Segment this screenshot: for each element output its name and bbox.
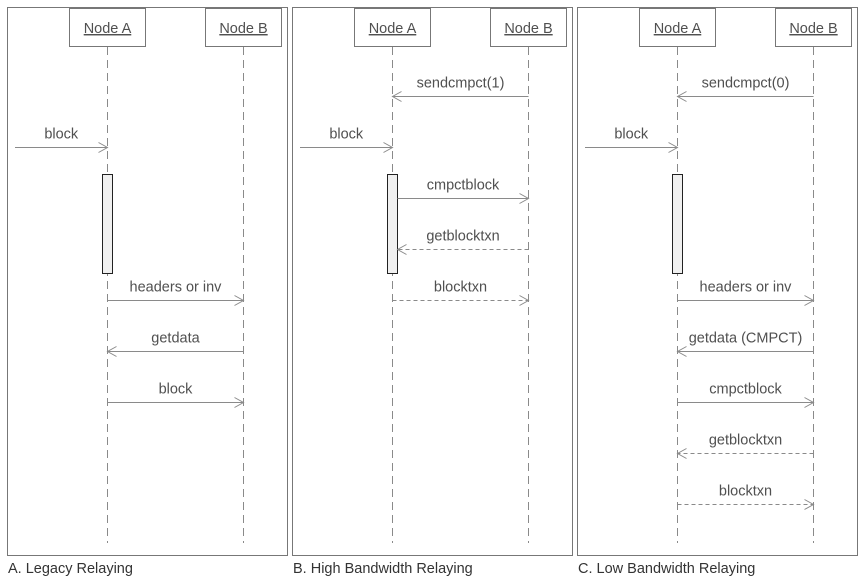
message-label: block [159, 382, 194, 398]
message-getdata: getdata [106, 331, 244, 357]
activation-bar [102, 174, 113, 274]
panel-frame [292, 7, 573, 556]
participant-label: Node A [369, 21, 417, 37]
participant-box [205, 8, 282, 47]
panel-caption: C. Low Bandwidth Relaying [578, 561, 755, 577]
message-label: block [329, 127, 364, 143]
message-label: sendcmpct(0) [702, 76, 790, 92]
message-label: cmpctblock [427, 178, 500, 194]
message-sendcmpct-1-: sendcmpct(1) [391, 76, 529, 102]
panel-1: Node A Node B sendcmpct(1) block cmpctblock g… [292, 7, 573, 577]
arrowhead-icon [804, 295, 815, 306]
arrowhead-icon [676, 91, 687, 102]
panel-frame [7, 7, 288, 556]
participant-label: Node B [789, 21, 837, 37]
message-label: cmpctblock [709, 382, 782, 398]
message-block: block [15, 127, 109, 153]
panel-2: Node A Node B sendcmpct(0) block headers or … [577, 7, 858, 577]
message-label: getdata [151, 331, 200, 347]
message-getdata-cmpct-: getdata (CMPCT) [676, 331, 814, 357]
message-blocktxn: blocktxn [392, 280, 530, 306]
message-getblocktxn: getblocktxn [676, 433, 814, 459]
panel-frame [577, 7, 858, 556]
message-label: getblocktxn [426, 229, 499, 245]
message-cmpctblock: cmpctblock [397, 178, 530, 204]
message-label: block [44, 127, 79, 143]
participant-box [354, 8, 431, 47]
participant-box [775, 8, 852, 47]
arrowhead-icon [668, 142, 679, 153]
panel-caption: B. High Bandwidth Relaying [293, 561, 473, 577]
arrowhead-icon [804, 397, 815, 408]
message-block: block [585, 127, 679, 153]
arrowhead-icon [106, 346, 117, 357]
message-label: blocktxn [434, 280, 487, 296]
participant-box [490, 8, 567, 47]
panel-caption: A. Legacy Relaying [8, 561, 133, 577]
arrowhead-icon [383, 142, 394, 153]
participant-label: Node B [504, 21, 552, 37]
message-block: block [107, 382, 245, 408]
arrowhead-icon [234, 295, 245, 306]
message-cmpctblock: cmpctblock [677, 382, 815, 408]
participant-box [69, 8, 146, 47]
message-blocktxn: blocktxn [677, 484, 815, 510]
arrowhead-icon [98, 142, 109, 153]
arrowhead-icon [676, 346, 687, 357]
arrowhead-icon [234, 397, 245, 408]
message-label: block [614, 127, 649, 143]
message-sendcmpct-0-: sendcmpct(0) [676, 76, 814, 102]
arrowhead-icon [396, 244, 407, 255]
participant-label: Node A [84, 21, 132, 37]
message-block: block [300, 127, 394, 153]
message-label: sendcmpct(1) [417, 76, 505, 92]
activation-bar [387, 174, 398, 274]
arrowhead-icon [804, 499, 815, 510]
message-label: headers or inv [700, 280, 793, 296]
activation-bar [672, 174, 683, 274]
message-label: getblocktxn [709, 433, 782, 449]
arrowhead-icon [391, 91, 402, 102]
message-headers-or-inv: headers or inv [677, 280, 815, 306]
message-label: blocktxn [719, 484, 772, 500]
message-label: getdata (CMPCT) [689, 331, 803, 347]
message-headers-or-inv: headers or inv [107, 280, 245, 306]
participant-box [639, 8, 716, 47]
participant-label: Node B [219, 21, 267, 37]
participant-label: Node A [654, 21, 702, 37]
arrowhead-icon [676, 448, 687, 459]
panel-0: Node A Node B block headers or inv getdata bl… [7, 7, 288, 577]
arrowhead-icon [519, 295, 530, 306]
message-label: headers or inv [130, 280, 223, 296]
arrowhead-icon [519, 193, 530, 204]
message-getblocktxn: getblocktxn [396, 229, 529, 255]
